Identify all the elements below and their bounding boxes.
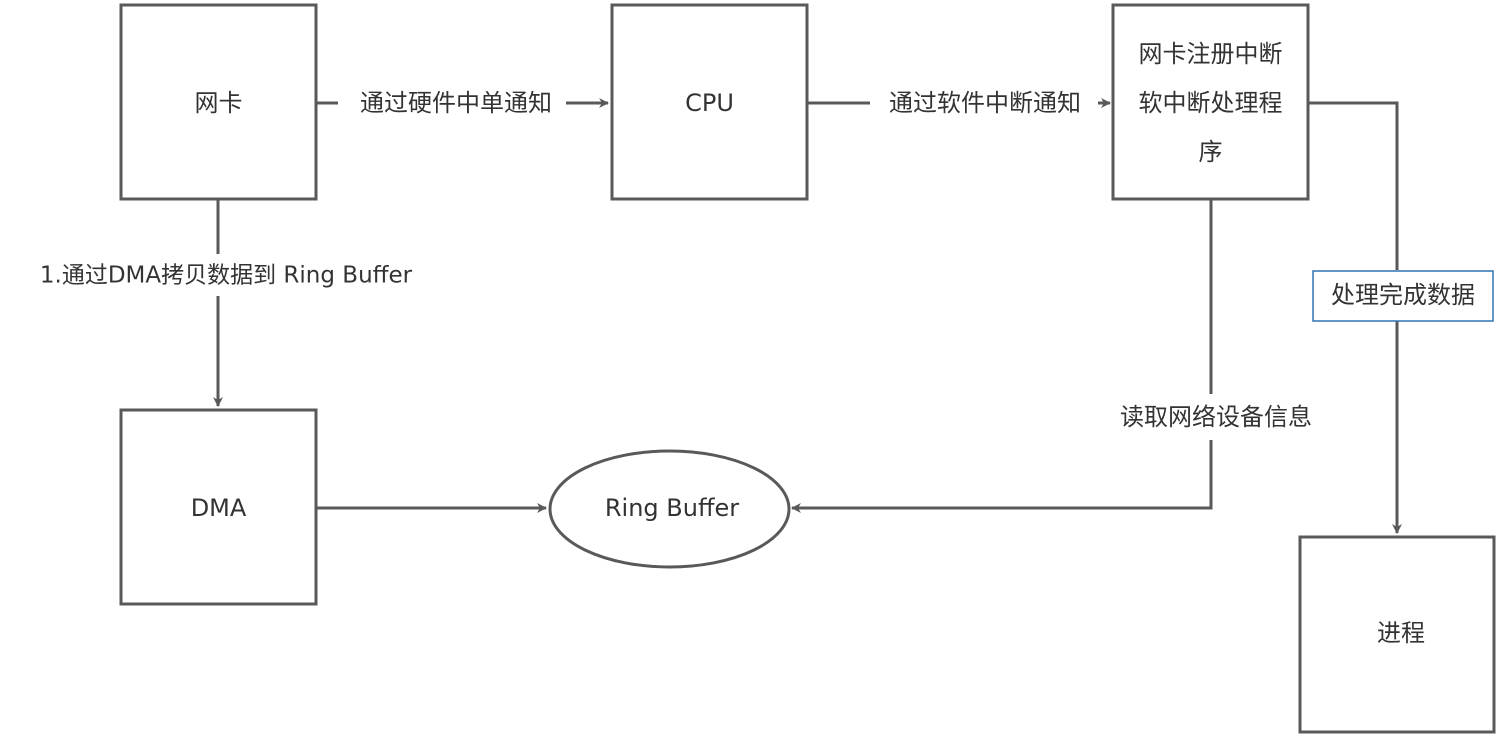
node-process-label: 进程: [1377, 619, 1425, 647]
node-handler-label-line3: 序: [1199, 138, 1223, 166]
edge-nic-to-dma: 1.通过DMA拷贝数据到 Ring Buffer: [40, 200, 413, 407]
edge-cpu-to-handler-label: 通过软件中断通知: [889, 89, 1081, 117]
node-nic[interactable]: 网卡: [119, 3, 318, 201]
node-dma-label: DMA: [191, 494, 247, 522]
edge-handler-to-process-label-box: [1312, 270, 1494, 322]
node-process[interactable]: 进程: [1298, 535, 1496, 734]
edge-handler-to-process: 处理完成数据: [1309, 101, 1494, 534]
edge-nic-to-cpu-label: 通过硬件中单通知: [360, 89, 552, 117]
edge-handler-to-process-label: 处理完成数据: [1331, 281, 1475, 309]
node-cpu-label: CPU: [685, 89, 734, 117]
node-interrupt-handler[interactable]: 网卡注册中断 软中断处理程 序: [1111, 3, 1310, 201]
node-ring-buffer[interactable]: Ring Buffer: [548, 449, 791, 569]
node-handler-label-line2: 软中断处理程: [1139, 89, 1283, 117]
edge-handler-to-ring-buffer: 读取网络设备信息: [791, 200, 1312, 513]
edge-nic-to-dma-label: 1.通过DMA拷贝数据到 Ring Buffer: [40, 263, 413, 289]
node-handler-label-line1: 网卡注册中断: [1139, 40, 1283, 68]
node-ring-buffer-label: Ring Buffer: [605, 494, 739, 522]
edge-cpu-to-handler: 通过软件中断通知: [808, 89, 1111, 117]
node-cpu[interactable]: CPU: [610, 3, 809, 201]
edge-handler-to-ring-buffer-label: 读取网络设备信息: [1120, 403, 1312, 431]
node-nic-label: 网卡: [195, 89, 243, 117]
node-dma[interactable]: DMA: [119, 408, 318, 606]
edge-nic-to-cpu: 通过硬件中单通知: [317, 89, 609, 117]
